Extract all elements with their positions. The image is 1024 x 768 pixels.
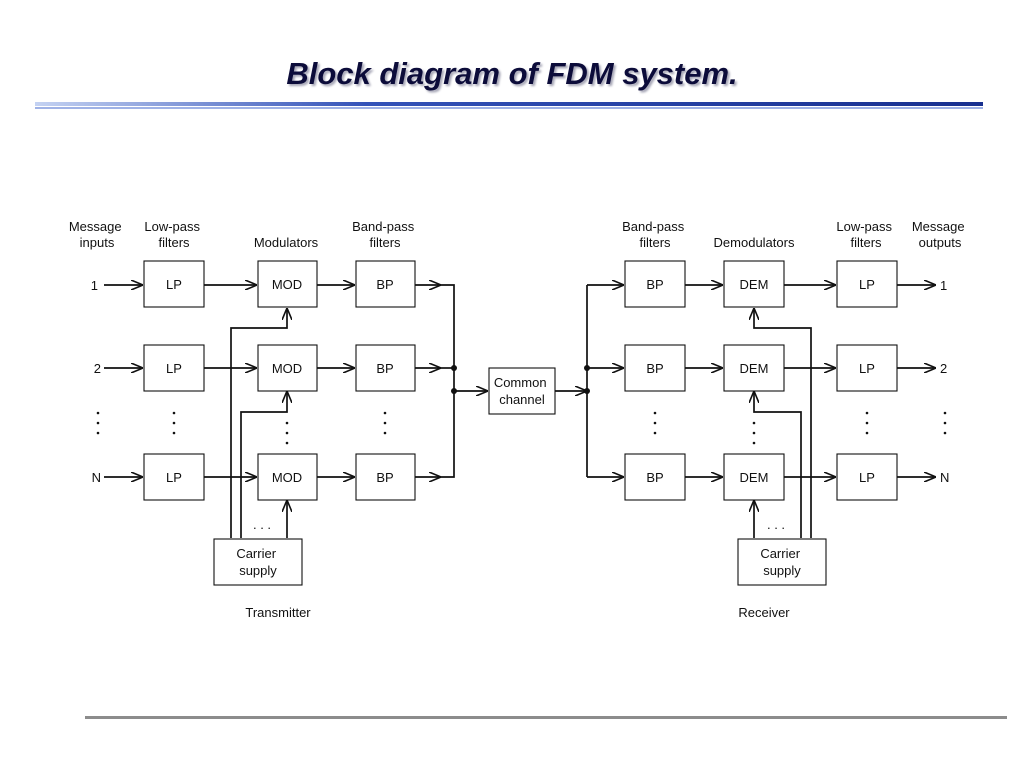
common-channel-line2: channel [499, 392, 545, 407]
vertical-ellipses [96, 411, 947, 445]
lp-filter-rx-n: LP [836, 453, 898, 501]
bp-filter-rx-1-label: BP [646, 277, 663, 292]
carrier-supply-tx-line1: Carrier [236, 546, 276, 561]
ellipsis-carrier-rx: . . . [767, 517, 785, 532]
carrier-feed-dem-2 [754, 391, 802, 538]
carrier-supply-rx-line1: Carrier [760, 546, 800, 561]
bp-filter-tx-n: BP [355, 453, 416, 501]
label-low-pass-tx-line2: filters [158, 235, 190, 250]
label-band-pass-rx-line1: Band-pass [622, 219, 685, 234]
label-low-pass-rx-line2: filters [850, 235, 882, 250]
output-id-2: 2 [940, 361, 947, 376]
vdots-input [96, 411, 100, 435]
carrier-supply-tx-line2: supply [239, 563, 277, 578]
vdots-dem [752, 421, 756, 445]
carrier-supply-rx: Carrier supply [737, 538, 827, 586]
lp-filter-rx-2: LP [836, 344, 898, 392]
demodulator-n-label: DEM [740, 470, 769, 485]
label-low-pass-rx-line1: Low-pass [836, 219, 892, 234]
carrier-feed-dem-1 [754, 308, 812, 538]
input-id-1: 1 [91, 278, 98, 293]
carrier-supply-tx-label: Carrier supply [236, 546, 279, 578]
common-channel-label: Common channel [494, 375, 550, 407]
bp-filter-rx-n: BP [624, 453, 686, 501]
output-id-1: 1 [940, 278, 947, 293]
lp-filter-rx-1: LP [836, 260, 898, 308]
label-message-outputs-line1: Message [912, 219, 965, 234]
demodulator-2-label: DEM [740, 361, 769, 376]
lp-filter-rx-n-label: LP [859, 470, 875, 485]
label-demodulators-line1: Demodulators [714, 235, 795, 250]
bp-filter-rx-2: BP [624, 344, 686, 392]
bp-filter-rx-1: BP [624, 260, 686, 308]
vdots-lp-tx [172, 411, 176, 435]
carrier-supply-rx-line2: supply [763, 563, 801, 578]
combiner-bus [441, 284, 455, 478]
vdots-mod [285, 421, 289, 445]
label-low-pass-filters-tx: Low-pass filters [144, 219, 203, 250]
section-label-transmitter: Transmitter [245, 605, 311, 620]
input-id-n: N [92, 470, 101, 485]
vdots-output [943, 411, 947, 435]
modulator-n: MOD [257, 453, 318, 501]
bp-filter-rx-2-label: BP [646, 361, 663, 376]
label-message-inputs: Message inputs [69, 219, 125, 250]
label-message-outputs-line2: outputs [919, 235, 962, 250]
label-band-pass-tx-line1: Band-pass [352, 219, 415, 234]
label-modulators-line1: Modulators [254, 235, 319, 250]
bp-filter-tx-2-label: BP [376, 361, 393, 376]
input-id-2: 2 [94, 361, 101, 376]
lp-filter-rx-2-label: LP [859, 361, 875, 376]
bp-filter-tx-1: BP [355, 260, 416, 308]
lp-filter-tx-1-label: LP [166, 277, 182, 292]
vdots-bp-tx [383, 411, 387, 435]
label-message-outputs: Message outputs [912, 219, 968, 250]
footer-rule [85, 716, 1007, 719]
modulator-1-label: MOD [272, 277, 302, 292]
modulator-1: MOD [257, 260, 318, 308]
modulator-2-label: MOD [272, 361, 302, 376]
label-low-pass-tx-line1: Low-pass [144, 219, 200, 234]
bp-filter-tx-1-label: BP [376, 277, 393, 292]
vdots-lp-rx [865, 411, 869, 435]
label-low-pass-filters-rx: Low-pass filters [836, 219, 895, 250]
title-rule [35, 102, 983, 109]
carrier-supply-tx: Carrier supply [213, 538, 303, 586]
label-band-pass-rx-line2: filters [639, 235, 671, 250]
carrier-feed-mod-2 [240, 391, 287, 538]
label-modulators: Modulators [254, 235, 319, 250]
carrier-feed-mod-1 [230, 308, 287, 538]
output-id-n: N [940, 470, 949, 485]
label-band-pass-filters-rx: Band-pass filters [622, 219, 688, 250]
demodulator-n: DEM [723, 453, 785, 501]
lp-filter-rx-1-label: LP [859, 277, 875, 292]
modulator-n-label: MOD [272, 470, 302, 485]
bp-filter-tx-2: BP [355, 344, 416, 392]
label-band-pass-filters-tx: Band-pass filters [352, 219, 418, 250]
demodulator-2: DEM [723, 344, 785, 392]
bp-filter-tx-n-label: BP [376, 470, 393, 485]
bp-filter-rx-n-label: BP [646, 470, 663, 485]
lp-filter-tx-2: LP [143, 344, 205, 392]
demodulator-1-label: DEM [740, 277, 769, 292]
junction-dot-tx-1 [451, 365, 457, 371]
common-channel: Common channel [488, 367, 556, 415]
modulator-2: MOD [257, 344, 318, 392]
ellipsis-carrier-tx: . . . [253, 517, 271, 532]
label-band-pass-tx-line2: filters [369, 235, 401, 250]
slide-title: Block diagram of FDM system. [286, 56, 738, 91]
label-demodulators: Demodulators [714, 235, 795, 250]
lp-filter-tx-n-label: LP [166, 470, 182, 485]
lp-filter-tx-2-label: LP [166, 361, 182, 376]
common-channel-line1: Common [494, 375, 547, 390]
vdots-bp-rx [653, 411, 657, 435]
demodulator-1: DEM [723, 260, 785, 308]
lp-filter-tx-1: LP [143, 260, 205, 308]
section-label-receiver: Receiver [738, 605, 790, 620]
carrier-supply-rx-label: Carrier supply [760, 546, 803, 578]
label-message-inputs-line1: Message [69, 219, 122, 234]
label-message-inputs-line2: inputs [80, 235, 115, 250]
lp-filter-tx-n: LP [143, 453, 205, 501]
